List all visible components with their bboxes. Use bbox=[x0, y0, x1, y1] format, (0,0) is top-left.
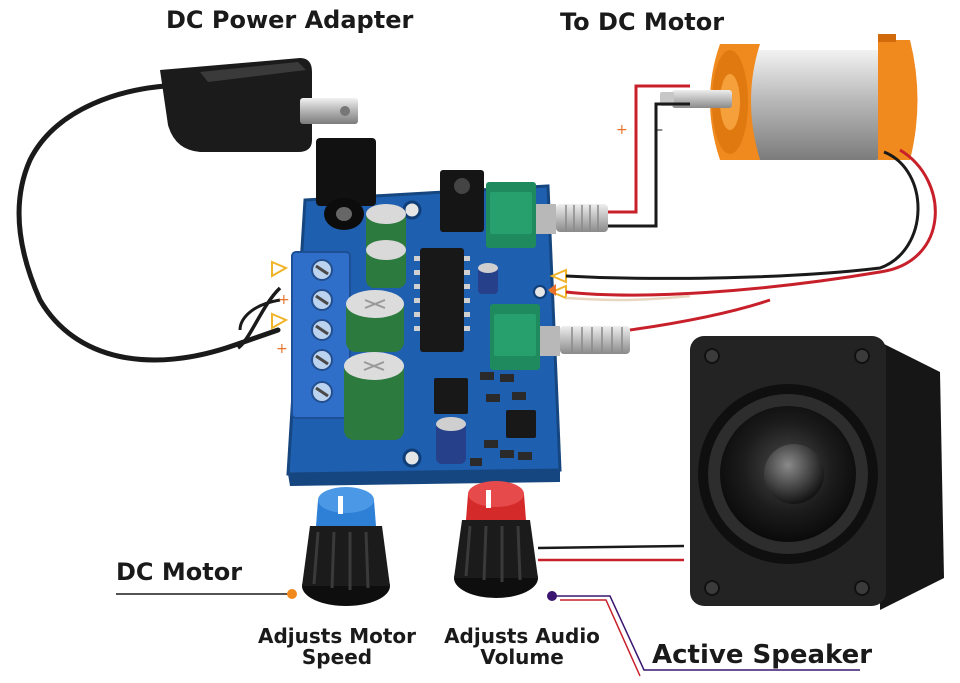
label-dc-motor: DC Motor bbox=[116, 558, 243, 586]
label-audio-knob-line2: Volume bbox=[480, 645, 564, 669]
callout-dc-motor bbox=[116, 589, 297, 599]
potentiometer-motor bbox=[486, 182, 608, 248]
adapter-body bbox=[160, 58, 312, 152]
label-power-adapter: DC Power Adapter bbox=[166, 6, 414, 34]
potentiometer-volume bbox=[490, 304, 630, 370]
label-motor-knob-line1: Adjusts Motor bbox=[257, 624, 417, 648]
screw-terminal bbox=[291, 251, 351, 419]
capacitors bbox=[344, 204, 498, 464]
label-to-dc-motor: To DC Motor bbox=[560, 8, 725, 36]
ic-chips bbox=[414, 170, 536, 438]
svg-text:–: – bbox=[656, 122, 663, 138]
label-active-speaker: Active Speaker bbox=[652, 640, 873, 670]
svg-text:+: + bbox=[276, 341, 288, 357]
callout-speaker bbox=[547, 591, 860, 677]
svg-text:+: + bbox=[278, 292, 290, 308]
svg-text:+: + bbox=[616, 122, 628, 138]
knob-motor bbox=[302, 487, 390, 606]
knob-volume bbox=[454, 481, 538, 598]
label-motor-knob: Adjusts Motor Speed bbox=[248, 626, 426, 668]
label-audio-knob: Adjusts Audio Volume bbox=[434, 626, 610, 668]
dc-motor bbox=[660, 34, 918, 160]
adapter-cable bbox=[16, 82, 281, 363]
label-motor-knob-line2: Speed bbox=[301, 645, 373, 669]
dc-jack bbox=[316, 138, 376, 230]
adapter-cable-strand bbox=[236, 286, 282, 350]
amplifier-board bbox=[286, 138, 630, 486]
label-audio-knob-line1: Adjusts Audio bbox=[444, 624, 600, 648]
speaker bbox=[690, 336, 944, 610]
adapter-prong bbox=[300, 98, 358, 124]
power-adapter bbox=[16, 58, 358, 363]
